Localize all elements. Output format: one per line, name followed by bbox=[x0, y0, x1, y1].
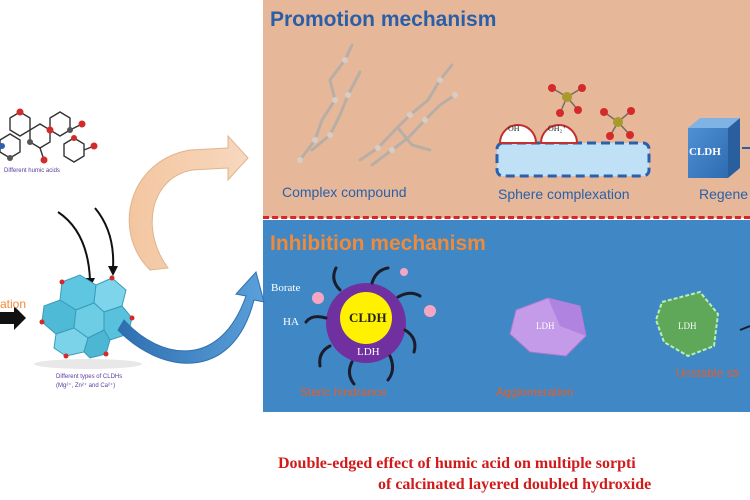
unstable-arrow-stub bbox=[739, 325, 750, 331]
ldh-shell-label: LDH bbox=[357, 346, 380, 358]
cldh-cube-label: CLDH bbox=[689, 146, 721, 158]
black-arrows bbox=[57, 207, 115, 281]
caption-line-1: Double-edged effect of humic acid on mul… bbox=[278, 455, 636, 472]
promotion-curved-arrow bbox=[128, 134, 249, 271]
regeneration-label: Regene bbox=[699, 186, 749, 202]
humic-acid-caption: Different humic acids bbox=[4, 168, 60, 174]
arrowhead-2 bbox=[108, 266, 118, 276]
caption-line-2: of calcinated layered doubled hydroxide bbox=[378, 476, 652, 493]
unstable-structure-label: Unstable str bbox=[676, 366, 741, 380]
cldh-cube bbox=[688, 118, 740, 178]
panel-divider bbox=[263, 216, 750, 219]
agglomeration-ldh-label: LDH bbox=[536, 321, 555, 331]
inhibition-curved-arrow bbox=[117, 270, 265, 364]
synthesis-label: ation bbox=[0, 297, 27, 311]
humic-acid-molecule bbox=[0, 111, 95, 163]
steric-hindrance-label: Steric hindrance bbox=[300, 385, 387, 399]
oh-label-2: OH₂⁺ bbox=[548, 124, 567, 133]
synthesis-arrow bbox=[0, 306, 26, 330]
promotion-panel bbox=[263, 0, 750, 218]
promotion-title: Promotion mechanism bbox=[270, 8, 497, 31]
unstable-ldh-shape bbox=[654, 290, 720, 358]
cldh-types-caption-2: (Mg²⁺, Zn²⁺ and Ca²⁺) bbox=[56, 383, 116, 389]
inhibition-title: Inhibition mechanism bbox=[270, 232, 486, 255]
cldh-types-caption-1: Different types of CLDHs bbox=[56, 374, 123, 380]
humic-acid-atoms bbox=[0, 108, 98, 164]
complex-compound-atoms bbox=[297, 57, 458, 163]
cldh-particle bbox=[304, 266, 436, 386]
sphere-complexation-label: Sphere complexation bbox=[498, 186, 630, 202]
complex-compound-label: Complex compound bbox=[282, 184, 407, 200]
agglomeration-label: Agglomeration bbox=[496, 385, 574, 399]
borate-label: Borate bbox=[271, 282, 301, 294]
cldh-structure bbox=[34, 274, 142, 369]
unstable-ldh-label: LDH bbox=[678, 321, 697, 331]
sphere-complexation-group bbox=[495, 84, 651, 178]
cldh-core-label: CLDH bbox=[349, 310, 387, 325]
agglomeration-shape bbox=[509, 297, 587, 357]
ha-label: HA bbox=[283, 316, 299, 328]
oh-label-1: OH bbox=[508, 124, 520, 133]
